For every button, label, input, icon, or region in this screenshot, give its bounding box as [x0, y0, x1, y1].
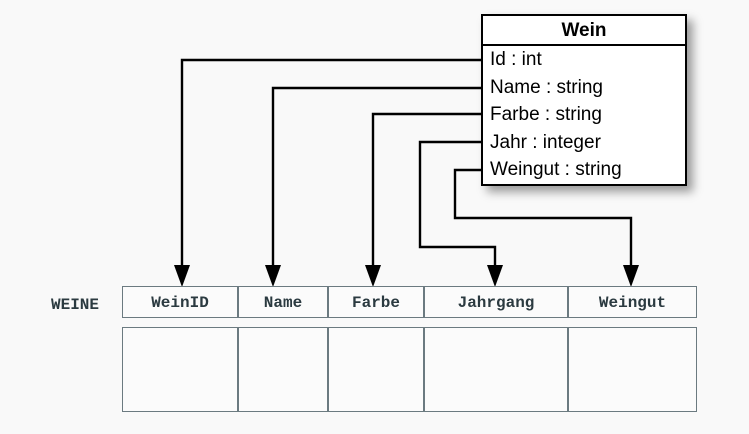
table-row — [122, 327, 697, 412]
connector-name-to-name — [265, 86, 481, 287]
column-header-farbe[interactable]: Farbe — [328, 286, 424, 318]
table-cell-farbe[interactable] — [328, 327, 424, 412]
column-header-jahrgang[interactable]: Jahrgang — [424, 286, 568, 318]
uml-attribute-farbe: Farbe : string — [490, 104, 602, 125]
uml-class-name: Wein — [483, 16, 685, 46]
relation-name-label: WEINE — [51, 296, 100, 314]
table-cell-weingut[interactable] — [568, 327, 697, 412]
connector-farbe-to-farbe — [365, 112, 481, 287]
table-cell-weinid[interactable] — [122, 327, 238, 412]
uml-class-box[interactable]: Wein Id : int Name : string Farbe : stri… — [481, 14, 687, 186]
column-header-weingut[interactable]: Weingut — [568, 286, 697, 318]
column-header-name[interactable]: Name — [238, 286, 328, 318]
table-cell-name[interactable] — [238, 327, 328, 412]
uml-attribute-weingut: Weingut : string — [490, 159, 622, 180]
uml-attribute-name: Name : string — [490, 76, 603, 98]
connector-id-to-weinid — [174, 58, 481, 287]
connector-weingut-to-weingut — [453, 168, 639, 287]
uml-attribute-jahr: Jahr : integer — [490, 131, 601, 153]
table-cell-jahrgang[interactable] — [424, 327, 568, 412]
table-header-row: WeinID Name Farbe Jahrgang Weingut — [122, 286, 697, 318]
relation-table[interactable]: WeinID Name Farbe Jahrgang Weingut — [122, 286, 697, 412]
uml-attribute-id: Id : int — [490, 49, 542, 70]
column-header-weinid[interactable]: WeinID — [122, 286, 238, 318]
uml-attribute-list: Id : int Name : string Farbe : string Ja… — [483, 46, 685, 184]
